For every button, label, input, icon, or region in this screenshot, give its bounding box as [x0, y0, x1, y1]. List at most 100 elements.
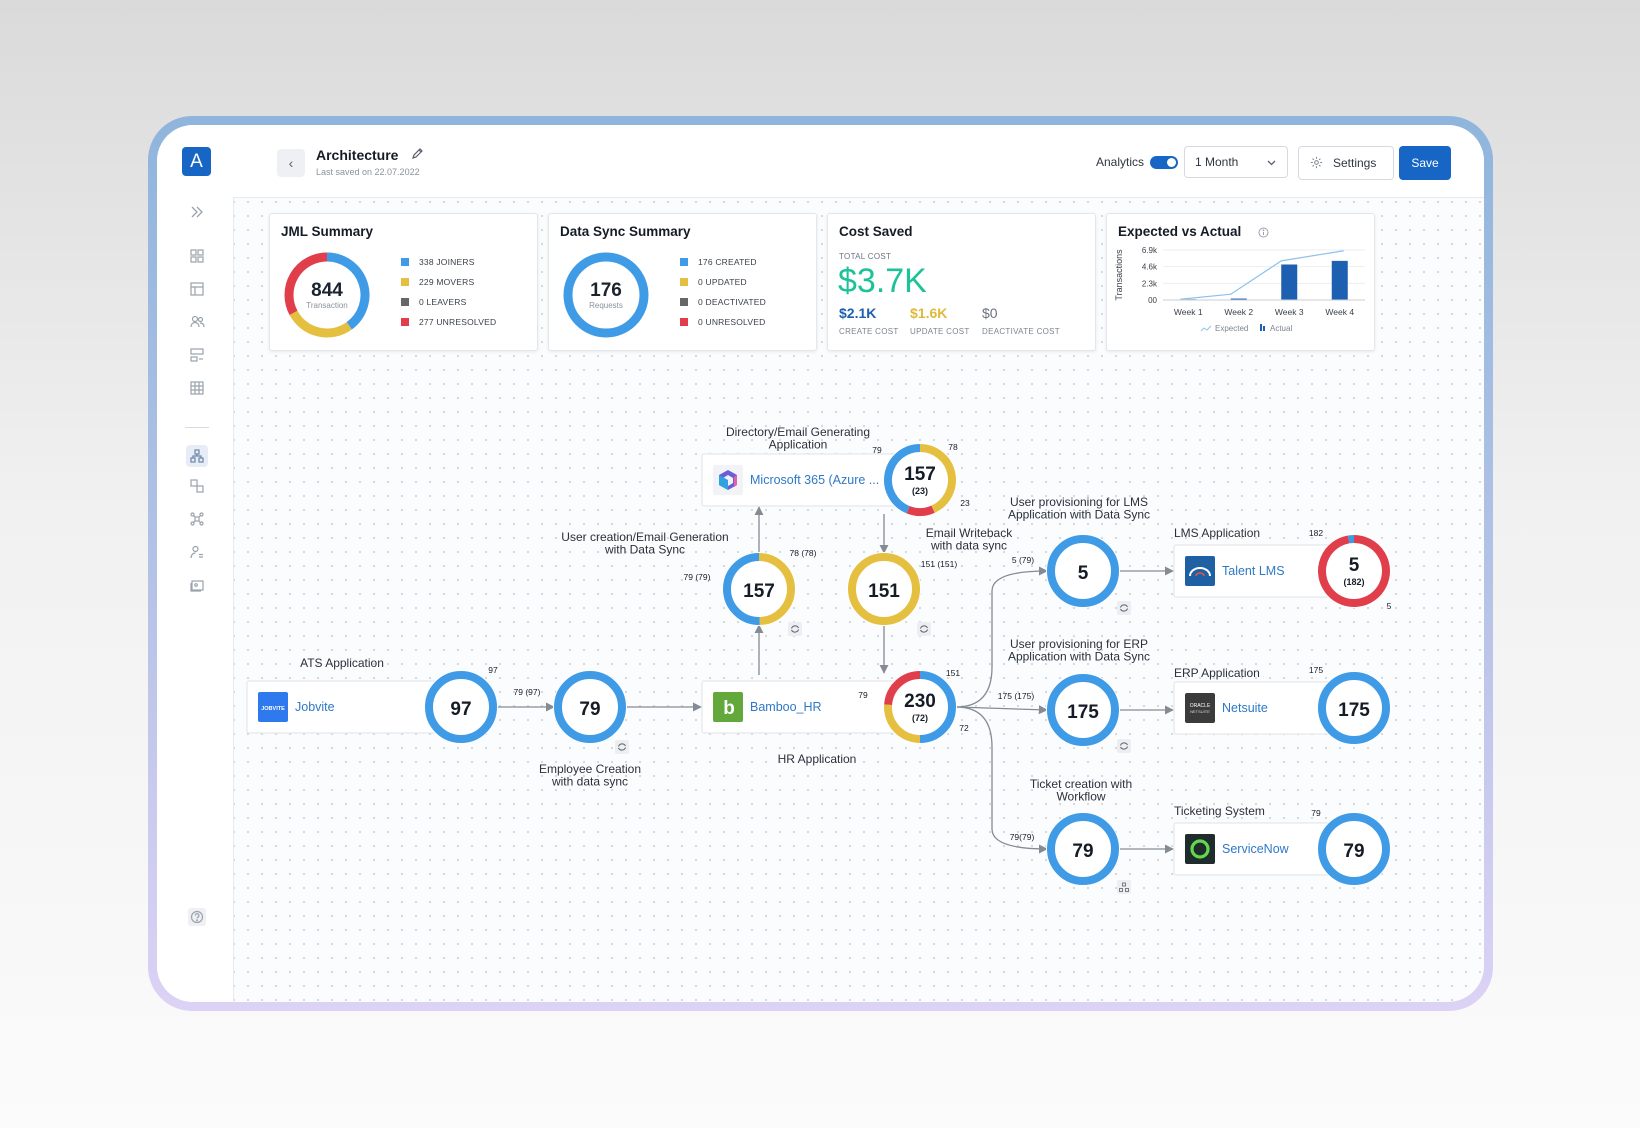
donut-background: [1046, 534, 1120, 608]
donut-segment: [289, 310, 352, 338]
legend-label: 0 UNRESOLVED: [698, 317, 766, 327]
category-label-hr: HR Application: [778, 752, 857, 766]
help-icon[interactable]: [181, 907, 213, 929]
node-ring: [424, 670, 498, 744]
annotation-m365-red: 23: [960, 498, 970, 508]
legend-label: 229 MOVERS: [419, 277, 475, 287]
user-settings-icon[interactable]: [181, 545, 213, 567]
donut-segment: [919, 671, 956, 743]
table-icon[interactable]: [181, 381, 213, 403]
legend-item-created: 176 CREATED: [680, 257, 757, 267]
edit-icon[interactable]: [411, 147, 424, 165]
node-jobvite[interactable]: 97: [424, 670, 498, 744]
sync-icon[interactable]: [615, 740, 629, 754]
node-emp[interactable]: 79: [553, 670, 627, 744]
expected-card-title: Expected vs Actual: [1118, 224, 1242, 239]
donut-background: [722, 552, 796, 626]
layout-icon[interactable]: [181, 282, 213, 304]
bamboo-logo-icon: b: [713, 692, 743, 722]
cost-card-title: Cost Saved: [839, 224, 913, 239]
donut-segment: [884, 704, 921, 743]
id-card-icon[interactable]: [181, 578, 213, 600]
annotation-bamboo-blue: 151: [946, 668, 960, 678]
workflow-icon[interactable]: [181, 348, 213, 370]
node-talent[interactable]: 5(182): [1317, 534, 1391, 608]
connections-icon[interactable]: [181, 479, 213, 501]
app-window: A: [157, 125, 1484, 1002]
grid-icon[interactable]: [181, 249, 213, 271]
donut-segment: [326, 252, 370, 330]
annotation-talent-red: 182: [1309, 528, 1323, 538]
legend-swatch: [401, 298, 409, 306]
node-m365[interactable]: 157(23): [883, 443, 957, 517]
app-card-talent[interactable]: Talent LMS: [1173, 544, 1335, 598]
jml-total-value: 844: [311, 280, 343, 301]
category-label-lms: LMS Application: [1174, 526, 1260, 540]
deactivate-cost-label: DEACTIVATE COST: [982, 327, 1060, 336]
legend-swatch: [401, 278, 409, 286]
svg-text:ORACLE: ORACLE: [1190, 703, 1211, 709]
node-netsuite[interactable]: 175: [1317, 671, 1391, 745]
node-servicenow[interactable]: 79: [1317, 812, 1391, 886]
annotation-servicenow-count: 79: [1311, 808, 1321, 818]
donut-segment: [554, 671, 626, 743]
update-cost-value: $1.6K: [910, 305, 948, 321]
node-ring: [1046, 534, 1120, 608]
app-card-m365[interactable]: Microsoft 365 (Azure ...: [701, 453, 903, 507]
legend-swatch: [680, 298, 688, 306]
donut-segment: [884, 444, 921, 514]
node-value: 5: [1078, 563, 1089, 584]
expand-icon[interactable]: [181, 205, 213, 227]
users-icon[interactable]: [181, 315, 213, 337]
legend-swatch: [680, 278, 688, 286]
legend-swatch: [401, 318, 409, 326]
node-ring: [883, 443, 957, 517]
node-ew[interactable]: 151: [847, 552, 921, 626]
node-erp[interactable]: 175: [1046, 673, 1120, 747]
node-sub-value: (23): [912, 486, 928, 496]
annotation-talent-blue: 5: [1387, 601, 1392, 611]
annotation-lms-input: 5 (79): [1012, 555, 1034, 565]
workflow-icon[interactable]: [1117, 880, 1131, 894]
sync-icon[interactable]: [788, 622, 802, 636]
legend-item-joiners: 338 JOINERS: [401, 257, 475, 267]
sync-donut-chart: [562, 251, 650, 339]
legend-label: 0 DEACTIVATED: [698, 297, 766, 307]
x-tick-label: Week 4: [1325, 307, 1354, 317]
node-bamboo[interactable]: 230(72): [883, 670, 957, 744]
analytics-toggle[interactable]: [1150, 156, 1178, 169]
nodes-icon[interactable]: [181, 512, 213, 534]
app-card-servicenow[interactable]: ServiceNow: [1173, 822, 1335, 876]
node-lms[interactable]: 5: [1046, 534, 1120, 608]
sync-icon[interactable]: [1117, 601, 1131, 615]
app-name: Jobvite: [295, 700, 335, 714]
servicenow-logo-icon: [1185, 834, 1215, 864]
page-header: ‹ Architecture Last saved on 22.07.2022 …: [233, 125, 1484, 198]
legend-expected: Expected: [1215, 324, 1248, 333]
settings-button[interactable]: Settings: [1298, 146, 1394, 180]
sync-icon[interactable]: [1117, 739, 1131, 753]
node-uc[interactable]: 157: [722, 552, 796, 626]
sync-icon[interactable]: [917, 622, 931, 636]
node-value: 157: [743, 581, 775, 602]
back-button[interactable]: ‹: [277, 149, 305, 177]
node-value: 79: [579, 699, 600, 720]
info-icon[interactable]: [1258, 225, 1269, 243]
total-cost-value: $3.7K: [838, 262, 927, 300]
annotation-uc-blue: 79 (79): [684, 572, 711, 582]
donut-background: [283, 251, 371, 339]
node-ring: [1317, 812, 1391, 886]
period-select[interactable]: 1 Month: [1184, 146, 1288, 178]
donut-background: [1046, 812, 1120, 886]
app-logo[interactable]: A: [182, 147, 211, 176]
architecture-icon[interactable]: [186, 445, 208, 467]
save-button[interactable]: Save: [1399, 146, 1451, 180]
node-ticket[interactable]: 79: [1046, 812, 1120, 886]
